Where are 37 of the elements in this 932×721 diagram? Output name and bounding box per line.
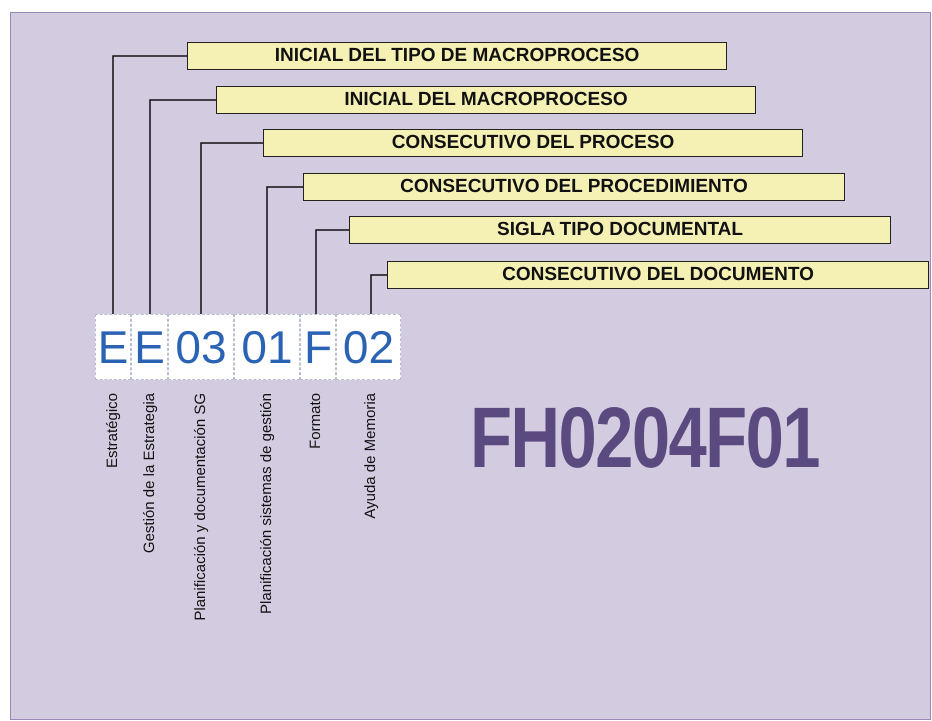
code-cell [336,314,401,380]
description-text: Planificación sistemas de gestión [258,393,275,614]
leader-line [149,99,216,314]
description-text: Ayuda de Memoria [362,393,379,519]
label-box [263,129,803,157]
label-box [387,261,929,289]
code-character: 01 [241,324,293,370]
code-character: E [98,324,128,370]
label-box [187,42,727,70]
code-cell [168,314,234,380]
leader-line [315,229,349,314]
description-text: Gestión de la Estrategia [141,393,158,554]
leader-line [200,142,263,314]
document-code: FH0204F01 [470,395,819,481]
label-text: SIGLA TIPO DOCUMENTAL [497,219,743,241]
label-box [303,173,845,201]
code-character: F [304,324,332,370]
code-cell [131,314,168,380]
label-text: CONSECUTIVO DEL PROCEDIMIENTO [400,176,748,198]
label-text: INICIAL DEL MACROPROCESO [344,89,628,111]
description-text: Planificación y documentación SG [192,393,209,621]
label-box [349,216,891,244]
label-text: CONSECUTIVO DEL PROCESO [392,132,674,154]
code-cell [95,314,131,380]
description-text: Formato [307,393,324,449]
code-character: 03 [175,324,227,370]
label-box [216,86,756,114]
label-text: CONSECUTIVO DEL DOCUMENTO [502,264,814,286]
leader-line [370,274,387,314]
leader-line [112,55,187,314]
code-cell [300,314,336,380]
leader-line [266,186,303,314]
label-text: INICIAL DEL TIPO DE MACROPROCESO [274,45,640,67]
code-cell [234,314,300,380]
description-text: Estratégico [104,393,121,468]
code-character: 02 [342,324,394,370]
code-character: E [134,324,165,370]
